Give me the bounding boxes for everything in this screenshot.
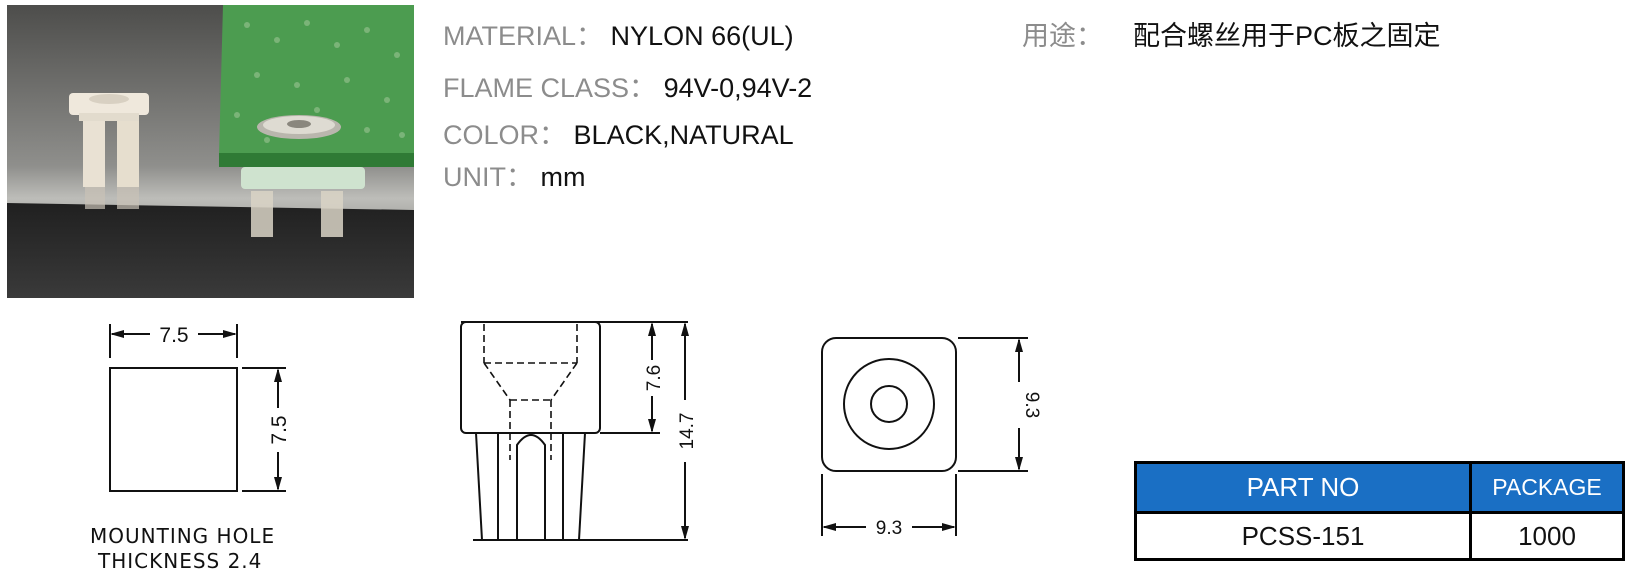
flame-class-value: 94V-0,94V-2 xyxy=(663,73,813,103)
color-value: BLACK,NATURAL xyxy=(573,120,794,150)
unit-label: UNIT： xyxy=(443,162,533,192)
color-spec: COLOR： BLACK,NATURAL xyxy=(443,113,794,152)
material-spec: MATERIAL： NYLON 66(UL) xyxy=(443,14,794,53)
part-no-cell: PCSS-151 xyxy=(1134,511,1472,561)
part-table: PART NO PACKAGE PCSS-151 1000 xyxy=(1134,461,1625,561)
technical-drawing: 7.5 7.5 7.6 14.7 9.3 9.3 xyxy=(109,321,1042,541)
package-cell: 1000 xyxy=(1469,511,1625,561)
table-row: PCSS-151 1000 xyxy=(1134,511,1625,561)
top-width-dimension: 9.3 xyxy=(876,518,902,539)
material-value: NYLON 66(UL) xyxy=(610,21,794,51)
hole-width-dimension: 7.5 xyxy=(159,324,188,347)
head-height-dimension: 7.6 xyxy=(644,365,665,391)
thickness-note: THICKNESS 2.4 xyxy=(98,549,263,573)
color-label: COLOR： xyxy=(443,120,567,150)
package-header: PACKAGE xyxy=(1469,461,1625,514)
flame-class-label: FLAME CLASS： xyxy=(443,73,657,103)
unit-spec: UNIT： mm xyxy=(443,155,586,194)
top-height-dimension: 9.3 xyxy=(1021,392,1042,418)
product-photo xyxy=(7,5,414,298)
mounting-hole-note: MOUNTING HOLE xyxy=(90,524,276,548)
usage-value: 配合螺丝用于PC板之固定 xyxy=(1133,21,1441,51)
hole-height-dimension: 7.5 xyxy=(268,415,291,444)
total-height-dimension: 14.7 xyxy=(677,413,698,450)
material-label: MATERIAL： xyxy=(443,21,604,51)
flame-class-spec: FLAME CLASS： 94V-0,94V-2 xyxy=(443,66,812,105)
usage-label: 用途： xyxy=(1022,21,1103,51)
part-no-header: PART NO xyxy=(1134,461,1472,514)
unit-value: mm xyxy=(540,162,586,192)
